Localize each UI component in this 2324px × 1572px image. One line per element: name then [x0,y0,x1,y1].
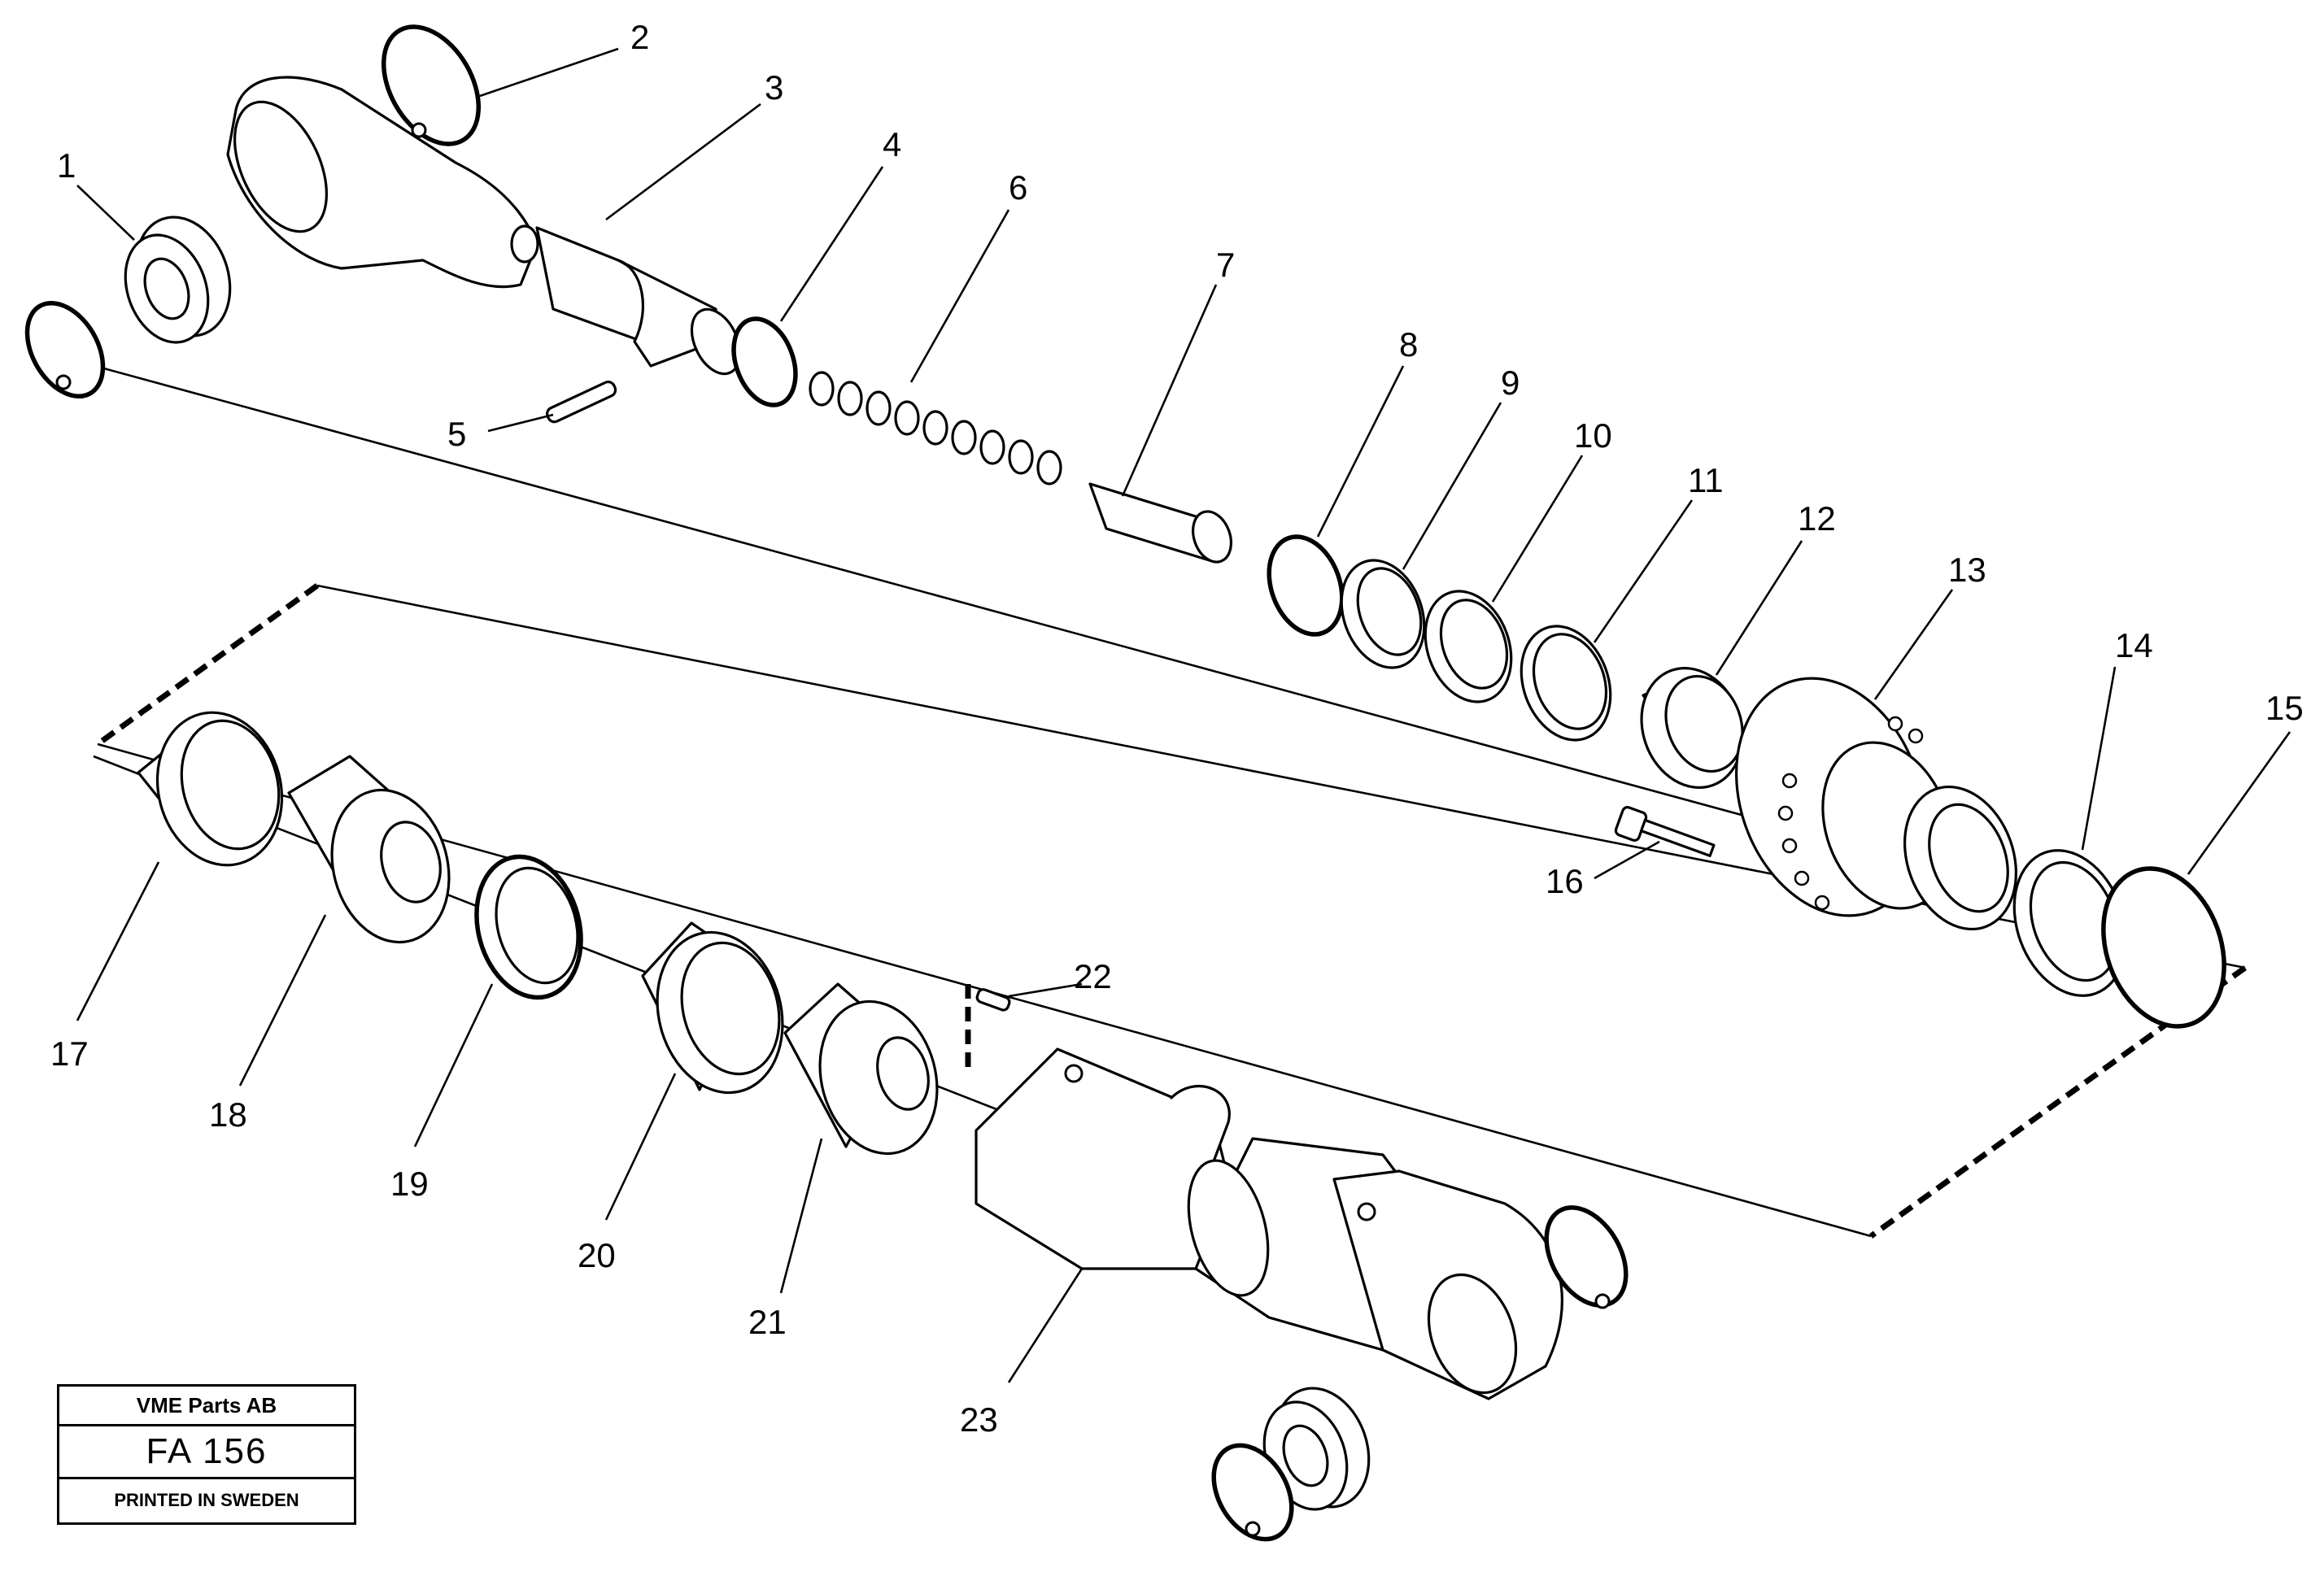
part-13-cylinder-head [1735,677,2017,931]
part-4-o-ring [731,316,798,407]
part-12-bushing [1640,666,1751,790]
part-10-guide-ring [1424,590,1513,703]
callout-3: 3 [765,68,783,107]
callout-2: 2 [630,18,649,56]
callout-16: 16 [1546,862,1584,900]
title-block: VME Parts AB FA 156 PRINTED IN SWEDEN [57,1384,356,1525]
callout-4: 4 [883,125,901,163]
callout-13: 13 [1948,551,1986,589]
callout-22: 22 [1074,957,1112,995]
part-17-guide-bushing [137,711,284,867]
part-23-cylinder-tube [975,1047,1563,1400]
callout-10: 10 [1574,416,1612,455]
callout-1: 1 [57,146,76,185]
callout-14: 14 [2115,626,2153,664]
callout-19: 19 [390,1165,429,1203]
callout-20: 20 [578,1236,616,1274]
diagram-code: FA 156 [59,1426,354,1479]
callout-8: 8 [1399,325,1418,364]
callout-7: 7 [1216,246,1235,284]
part-2-lock-ring-lower-right [1544,1205,1629,1309]
callout-18: 18 [209,1095,247,1134]
callout-12: 12 [1798,499,1836,538]
callout-21: 21 [748,1303,787,1341]
callout-17: 17 [50,1034,89,1073]
company-name: VME Parts AB [59,1387,354,1426]
part-8-seal [1267,534,1345,637]
part-1-spherical-bearing [124,216,232,344]
leader-lines [76,47,2291,1383]
part-3-piston-rod [226,76,742,376]
printed-note: PRINTED IN SWEDEN [114,1490,299,1510]
part-20-guide-ring [641,921,784,1095]
part-11-seal-ring [1520,625,1612,742]
callout-6: 6 [1009,168,1027,207]
part-9-wiper [1340,559,1426,669]
part-2-lock-ring-left [24,300,106,399]
part-7-valve-pin [1088,482,1232,564]
part-22-set-screw [975,988,1011,1012]
part-2-lock-ring-bottom [1211,1443,1294,1542]
part-15-lock-ring [2101,866,2226,1029]
callout-23: 23 [960,1400,998,1439]
part-21-piston-nut [783,982,939,1156]
part-19-piston-seal [474,854,583,1000]
part-2-lock-ring [381,24,482,146]
part-6-spring [809,371,1062,486]
part-5-pin [546,380,617,424]
callout-11: 11 [1688,461,1724,499]
part-16-screw [1614,806,1716,857]
callout-15: 15 [2265,689,2304,727]
part-14-support-ring [2012,849,2128,997]
callout-5: 5 [447,415,466,453]
callout-numbers: 1 2 3 4 5 6 7 8 9 10 11 12 13 14 15 16 1… [50,18,2304,1439]
part-18-piston [287,755,451,944]
callout-9: 9 [1501,364,1520,402]
